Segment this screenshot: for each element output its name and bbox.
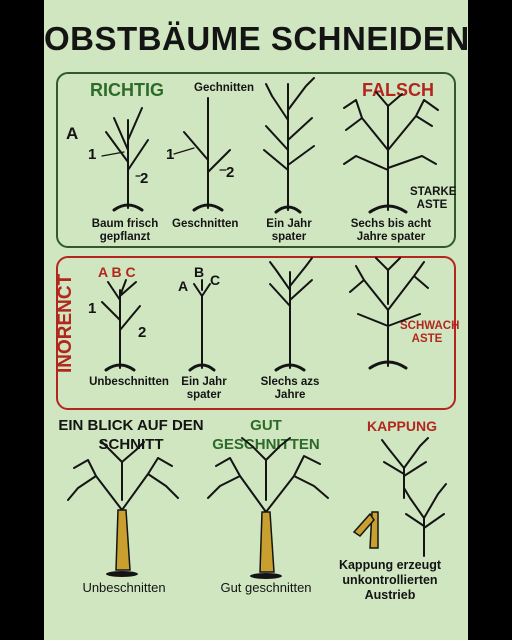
heading-gut-geschnitten: GUT GESCHNITTEN [212, 417, 320, 453]
abc-label-b: B [194, 264, 205, 280]
header-gechnitten: Gechnitten [194, 82, 255, 94]
caption-mid-1: Unbeschnitten [89, 376, 169, 388]
marker-2a: 2 [140, 170, 149, 187]
mid-marker-2: 2 [138, 324, 147, 341]
abc-label-a: A [178, 278, 189, 294]
caption-kappung: Kappung erzeugt unkontrollierten Austrie… [338, 558, 442, 602]
abc-label-c: C [210, 272, 221, 288]
row-marker-a: A [66, 124, 79, 143]
tree-kappung-top [381, 437, 429, 499]
trunk-kappung-stub [369, 511, 379, 549]
marker-1b: 1 [166, 146, 175, 163]
abc-label-1: A B C [98, 264, 136, 280]
caption-top-1: Baum frisch gepflanzt [91, 218, 159, 243]
poster: OBSTBÄUME SCHNEIDEN RICHTIG Gechnitten F… [44, 0, 468, 640]
caption-unbeschnitten: Unbeschnitten [82, 580, 166, 595]
heading-ein-blick: EIN BLICK AUF DEN SCHNITT [58, 417, 204, 453]
trunk-kappung-cut [352, 512, 375, 537]
heading-kappung: KAPPUNG [366, 418, 437, 434]
marker-1a: 1 [88, 146, 97, 163]
marker-2b: 2 [226, 164, 235, 181]
label-inorenct: INORENCT [55, 273, 76, 373]
incorrect-panel [56, 256, 456, 410]
correct-panel [56, 72, 456, 248]
trunk-well-pruned [259, 511, 275, 573]
caption-top-4: Sechs bis acht Jahre spater [350, 218, 432, 243]
page-title: OBSTBÄUME SCHNEIDEN [44, 20, 468, 57]
caption-mid-2: Ein Jahr spater [181, 376, 227, 401]
tree-kappung-right [403, 483, 447, 557]
mid-marker-1: 1 [88, 300, 97, 317]
note-schwach-aste: SCHWACH ASTE [400, 320, 460, 345]
caption-gut-geschnitten: Gut geschnitten [220, 580, 312, 595]
header-falsch: FALSCH [362, 80, 434, 100]
header-richtig: RICHTIG [90, 80, 164, 100]
caption-top-3: Ein Jahr spater [266, 218, 312, 243]
caption-mid-3: Slechs azs Jahre [260, 376, 320, 401]
note-starke-aste: STARKE ASTE [410, 186, 457, 211]
caption-top-2: Geschnitten [172, 218, 239, 230]
trunk-unpruned [115, 509, 131, 571]
